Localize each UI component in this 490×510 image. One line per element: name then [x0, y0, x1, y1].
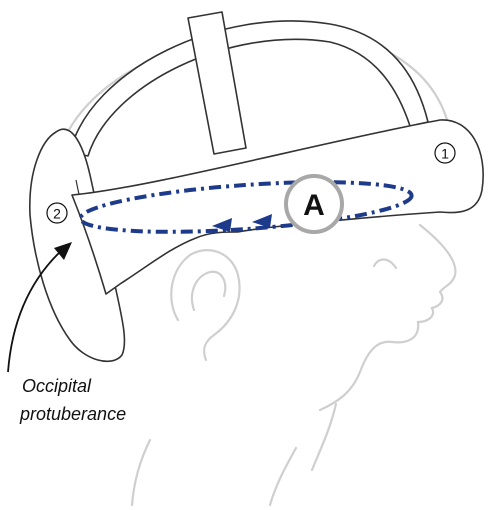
jaw-line: [312, 404, 336, 470]
face-profile: [320, 225, 455, 410]
badge-a-label: A: [303, 189, 325, 222]
caption-line-1: Occipital: [22, 376, 92, 396]
marker-2-label: 2: [53, 206, 61, 222]
ear-inner: [192, 272, 225, 310]
marker-1-label: 1: [441, 146, 449, 162]
nose-detail: [374, 260, 396, 269]
neck-back: [132, 440, 150, 505]
caption-line-2: protuberance: [19, 404, 126, 424]
main-band: [72, 120, 483, 294]
neck-front: [270, 448, 296, 505]
badge-a: A: [286, 176, 342, 232]
ear-outer: [171, 250, 239, 360]
